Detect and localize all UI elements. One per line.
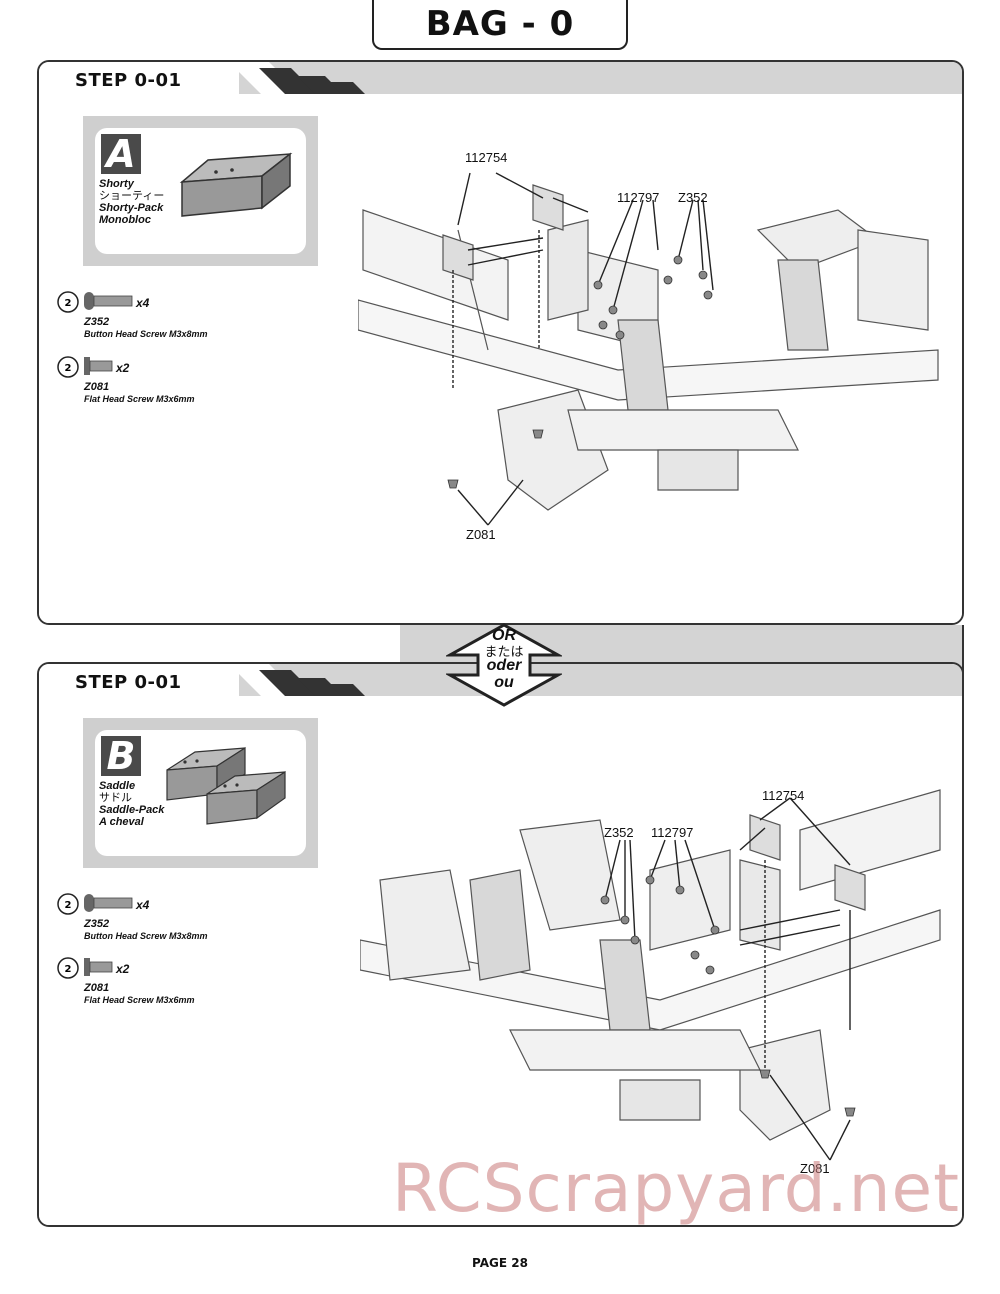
battery-type-a-box: A Shorty ショーティー Shorty-Pack Monobloc [83, 116, 318, 266]
page-number: PAGE 28 [472, 1256, 528, 1270]
svg-text:2: 2 [65, 964, 72, 975]
screw-z081-row: 2 x2 Z081 Flat Head Screw M3x6mm [56, 355, 195, 404]
svg-text:2: 2 [65, 363, 72, 374]
chassis-assembly-diagram-a [358, 172, 939, 526]
bag-title: BAG - 0 [372, 0, 628, 50]
or-en: OR [492, 627, 516, 644]
callout-z081: Z081 [466, 527, 496, 542]
hex-key-2mm-icon: 2 [57, 291, 79, 313]
button-head-screw-icon [84, 894, 133, 912]
step-title: STEP 0-01 [75, 70, 182, 91]
or-de: oder [486, 657, 522, 675]
screw-z081-row: 2 x2 Z081 Flat Head Screw M3x6mm [56, 956, 195, 1005]
chassis-assembly-diagram-b [360, 789, 941, 1161]
battery-type-b-box: B Saddle サドル Saddle-Pack A cheval [83, 718, 318, 868]
screw-z352-row: 2 x4 Z352 Button Head Screw M3x8mm [56, 290, 208, 339]
hex-key-2mm-icon: 2 [57, 893, 79, 915]
callout-112797: 112797 [617, 190, 660, 205]
shorty-battery-icon [179, 152, 293, 217]
callout-z081: Z081 [800, 1161, 830, 1176]
battery-letter-badge: B [101, 736, 141, 776]
battery-letter-badge: A [101, 134, 141, 174]
watermark-text: RCScrapyard.net [392, 1150, 960, 1227]
callout-z352: Z352 [678, 190, 708, 205]
callout-112754: 112754 [762, 788, 805, 803]
svg-text:2: 2 [65, 900, 72, 911]
callout-z352: Z352 [604, 825, 634, 840]
callout-112797: 112797 [651, 825, 694, 840]
svg-text:2: 2 [65, 298, 72, 309]
flat-head-screw-icon [84, 357, 113, 375]
battery-names: Shorty ショーティー Shorty-Pack Monobloc [99, 178, 165, 227]
screw-z352-row: 2 x4 Z352 Button Head Screw M3x8mm [56, 892, 208, 941]
hex-key-2mm-icon: 2 [57, 957, 79, 979]
or-label: OR または oder ou [446, 627, 562, 692]
or-fr: ou [494, 674, 514, 692]
saddle-battery-icon [166, 746, 286, 825]
or-jp: または [484, 643, 524, 659]
step-stripes-decoration [229, 62, 365, 94]
battery-names: Saddle サドル Saddle-Pack A cheval [99, 780, 165, 829]
hex-key-2mm-icon: 2 [57, 356, 79, 378]
step-title: STEP 0-01 [75, 672, 182, 693]
step-tab [39, 664, 239, 696]
or-double-arrow-icon [446, 623, 562, 707]
callout-112754: 112754 [465, 150, 508, 165]
flat-head-screw-icon [84, 958, 113, 976]
step-stripes-decoration [229, 664, 365, 696]
step-tab [39, 62, 239, 94]
button-head-screw-icon [84, 292, 133, 310]
